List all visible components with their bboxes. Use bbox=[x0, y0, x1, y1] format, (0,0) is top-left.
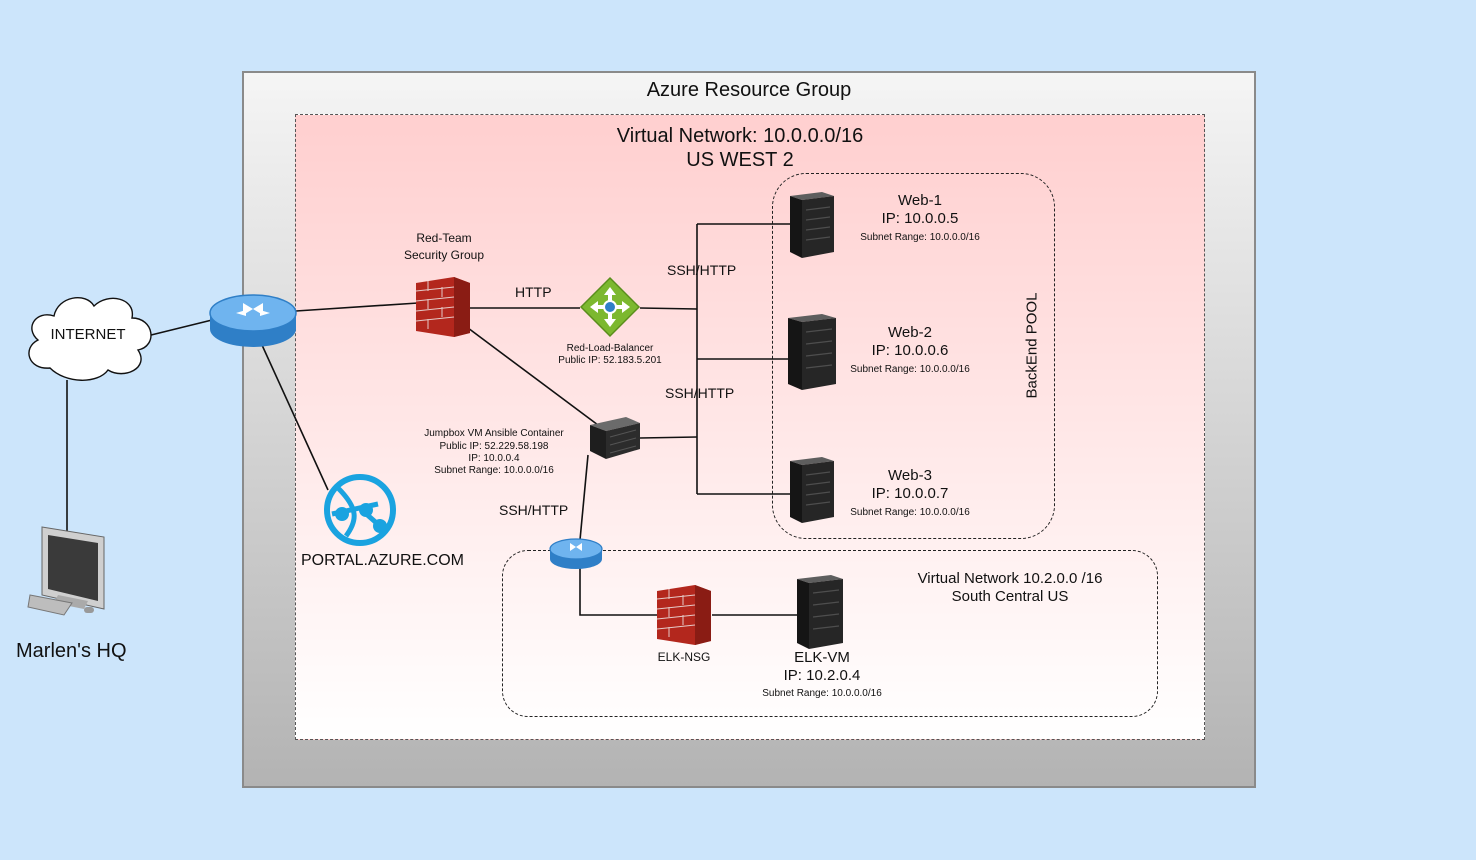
http-link-label: HTTP bbox=[515, 284, 552, 300]
elk-firewall-icon[interactable] bbox=[655, 583, 713, 645]
web-1-server-icon[interactable] bbox=[788, 190, 836, 260]
elk-vm-server-icon[interactable] bbox=[795, 573, 845, 651]
virtual-network-elk bbox=[502, 550, 1158, 717]
vnet-elk-region: South Central US bbox=[951, 588, 1069, 605]
security-group-line1: Red-Team bbox=[416, 231, 472, 245]
web-1-ip: IP: 10.0.0.5 bbox=[881, 210, 959, 227]
ssh-http-label-middle: SSH/HTTP bbox=[665, 385, 735, 401]
elk-vm-subnet: Subnet Range: 10.0.0.0/16 bbox=[762, 688, 882, 699]
resource-group-label: Azure Resource Group bbox=[646, 79, 852, 101]
portal-label[interactable]: PORTAL.AZURE.COM bbox=[301, 552, 464, 569]
jumpbox-name: Jumpbox VM Ansible Container bbox=[424, 428, 564, 439]
link-nsg-jumpbox bbox=[459, 321, 599, 426]
computer-icon bbox=[27, 526, 105, 616]
link-jumpbox-bus bbox=[639, 436, 698, 439]
virtual-network-main bbox=[295, 114, 1205, 740]
load-balancer-icon[interactable] bbox=[579, 276, 641, 338]
web-2-name: Web-2 bbox=[888, 324, 932, 341]
jumpbox-ip: IP: 10.0.0.4 bbox=[468, 453, 520, 464]
security-group-line2: Security Group bbox=[403, 248, 485, 262]
jumpbox-subnet: Subnet Range: 10.0.0.0/16 bbox=[434, 465, 554, 476]
web-3-name: Web-3 bbox=[888, 467, 932, 484]
web-3-server-icon[interactable] bbox=[788, 455, 836, 525]
router-icon[interactable] bbox=[208, 293, 298, 351]
link-jumpbox-router2 bbox=[579, 454, 589, 541]
jumpbox-server-icon[interactable] bbox=[588, 415, 642, 461]
elk-vm-name: ELK-VM bbox=[794, 649, 850, 666]
elk-nsg-label: ELK-NSG bbox=[657, 650, 711, 664]
link-router-portal bbox=[261, 344, 329, 491]
web-2-server-icon[interactable] bbox=[786, 312, 838, 392]
vnet-main-region: US WEST 2 bbox=[686, 149, 794, 171]
web-3-subnet: Subnet Range: 10.0.0.0/16 bbox=[850, 507, 970, 518]
backend-pool-group bbox=[772, 173, 1055, 539]
load-balancer-public-ip: Public IP: 52.183.5.201 bbox=[558, 355, 662, 366]
web-3-ip: IP: 10.0.0.7 bbox=[871, 485, 949, 502]
ssh-http-label-bottom: SSH/HTTP bbox=[499, 502, 569, 518]
ssh-http-label-top: SSH/HTTP bbox=[667, 262, 737, 278]
link-router-nsg bbox=[295, 302, 419, 312]
azure-portal-icon[interactable] bbox=[318, 474, 402, 546]
web-2-subnet: Subnet Range: 10.0.0.0/16 bbox=[850, 364, 970, 375]
firewall-icon[interactable] bbox=[414, 275, 472, 337]
jumpbox-public-ip: Public IP: 52.229.58.198 bbox=[439, 441, 549, 452]
internet-label: INTERNET bbox=[50, 326, 126, 343]
web-1-subnet: Subnet Range: 10.0.0.0/16 bbox=[860, 232, 980, 243]
link-router2-elknsg bbox=[579, 566, 657, 616]
vnet-main-title: Virtual Network: 10.0.0.0/16 bbox=[616, 125, 864, 147]
internet-cloud-icon bbox=[28, 297, 152, 381]
web-1-name: Web-1 bbox=[898, 192, 942, 209]
elk-vm-ip: IP: 10.2.0.4 bbox=[783, 667, 861, 684]
web-2-ip: IP: 10.0.0.6 bbox=[871, 342, 949, 359]
vnet-elk-title: Virtual Network 10.2.0.0 /16 bbox=[917, 570, 1103, 587]
link-lb-bus bbox=[639, 307, 698, 310]
link-internet-router bbox=[142, 319, 213, 338]
peering-router-icon[interactable] bbox=[548, 537, 604, 571]
load-balancer-name: Red-Load-Balancer bbox=[566, 343, 654, 354]
hq-label: Marlen's HQ bbox=[16, 640, 127, 662]
